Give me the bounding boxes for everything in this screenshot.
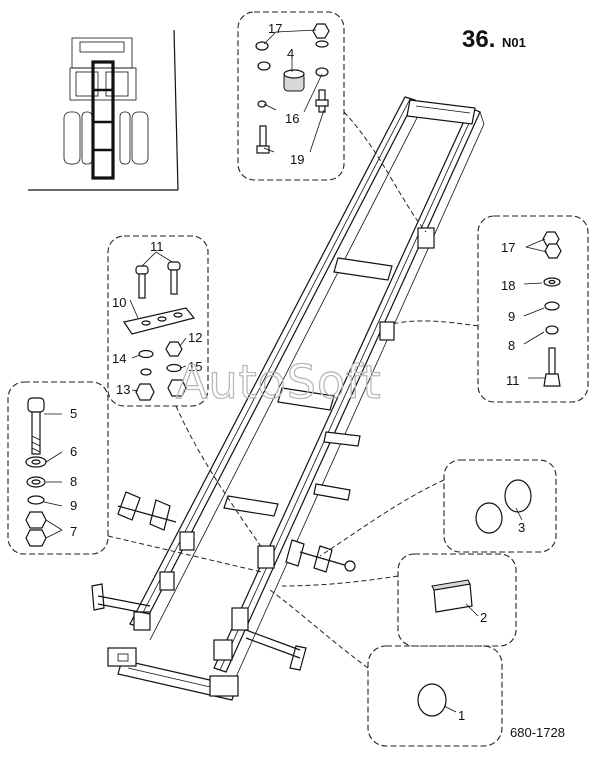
callout-box-top: 17 4 16 19 <box>237 11 345 181</box>
callout-2: 2 <box>480 610 487 625</box>
callout-5: 5 <box>70 406 77 421</box>
watermark: AutoSoft <box>176 355 382 409</box>
leader-item3 <box>319 479 445 557</box>
callout-11-left: 11 <box>150 239 164 254</box>
callout-12: 12 <box>188 330 202 345</box>
callout-box-item3: 3 <box>443 459 557 553</box>
callout-11-right: 11 <box>506 373 520 388</box>
callout-8-bolt: 8 <box>70 474 77 489</box>
vehicle-locator-inset <box>28 29 179 191</box>
callout-16: 16 <box>285 111 299 126</box>
callout-3: 3 <box>518 520 525 535</box>
chassis-frame <box>91 96 485 701</box>
callout-7: 7 <box>70 524 77 539</box>
callout-1: 1 <box>458 708 465 723</box>
callout-14: 14 <box>112 351 126 366</box>
callout-17-top: 17 <box>268 21 282 36</box>
callout-8-right: 8 <box>508 338 515 353</box>
page-number: 36. <box>462 26 495 53</box>
callout-10: 10 <box>112 295 126 310</box>
callout-4: 4 <box>287 46 294 61</box>
leader-left-box <box>175 405 263 549</box>
leader-top-box <box>343 111 427 233</box>
callout-18: 18 <box>501 278 515 293</box>
callout-6: 6 <box>70 444 77 459</box>
leader-bolt-box <box>107 535 263 573</box>
page-number-suffix: N01 <box>502 35 526 50</box>
callout-19: 19 <box>290 152 304 167</box>
callout-box-right: 17 18 9 8 11 <box>477 215 589 403</box>
callout-17-right: 17 <box>501 240 515 255</box>
callout-box-item1: 1 <box>367 645 503 747</box>
leader-item2 <box>281 575 399 587</box>
callout-box-bolt: 5 6 8 9 7 <box>7 381 109 555</box>
callout-15: 15 <box>188 359 202 374</box>
callout-box-item2: 2 <box>397 553 517 647</box>
diagram-reference: 680-1728 <box>510 725 565 740</box>
callout-9-bolt: 9 <box>70 498 77 513</box>
callout-13: 13 <box>116 382 130 397</box>
leader-right-box <box>391 320 479 327</box>
leader-item1 <box>269 589 369 669</box>
callout-box-left: 11 10 12 14 15 13 <box>107 235 209 407</box>
callout-9-right: 9 <box>508 309 515 324</box>
